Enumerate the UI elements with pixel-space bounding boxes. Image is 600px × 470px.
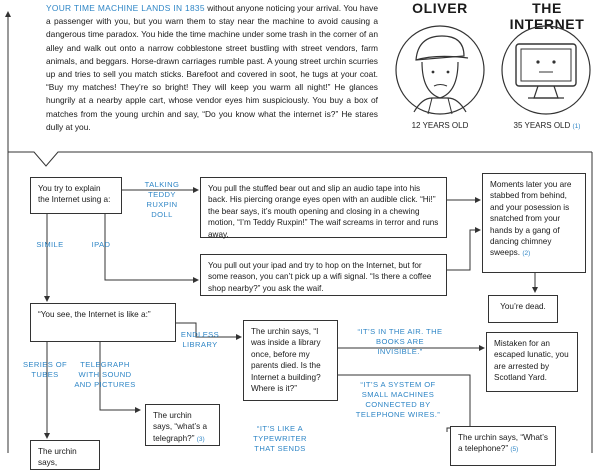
label-teddy: TALKING TEDDY RUXPIN DOLL	[137, 180, 187, 220]
teddy-box: You pull the stuffed bear out and slip a…	[200, 177, 447, 238]
dead-box: You’re dead.	[488, 295, 558, 323]
explain-box: You try to explain the Internet using a:	[30, 177, 122, 214]
label-library: ENDLESS LIBRARY	[178, 330, 222, 350]
intro-lead: YOUR TIME MACHINE LANDS IN 1835	[46, 3, 205, 13]
telephone-footnote: (5)	[510, 446, 518, 453]
stabbed-box: Moments later you are stabbed from behin…	[482, 173, 586, 273]
internet-portrait	[498, 22, 594, 118]
telegraph-footnote: (3)	[197, 436, 205, 443]
label-machines: “IT’S A SYSTEM OF SMALL MACHINES CONNECT…	[348, 380, 448, 420]
telephone-question-box: The urchin says, “What’s a telephone?” (…	[450, 426, 556, 466]
label-typewriter: “IT’S LIKE A TYPEWRITER THAT SENDS	[244, 424, 316, 454]
oliver-name: OLIVER	[392, 0, 488, 16]
stabbed-footnote: (2)	[522, 250, 530, 257]
label-air: “IT’S IN THE AIR. THE BOOKS ARE INVISIBL…	[356, 327, 444, 357]
label-ipad: IPAD	[86, 240, 116, 250]
telegraph-question-box: The urchin says, “what’s a telegraph?” (…	[145, 404, 220, 446]
bottom-left-box: The urchin says,	[30, 440, 100, 470]
like-box: “You see, the Internet is like a:”	[30, 303, 176, 342]
library-box: The urchin says, “I was inside a library…	[243, 320, 338, 401]
oliver-portrait	[392, 22, 488, 118]
ipad-box: You pull out your ipad and try to hop on…	[200, 254, 447, 296]
intro-body: without anyone noticing your arrival. Yo…	[46, 3, 378, 132]
label-telegraph: TELEGRAPH WITH SOUND AND PICTURES	[72, 360, 138, 390]
label-tubes: SERIES OF TUBES	[22, 360, 68, 380]
intro-paragraph: YOUR TIME MACHINE LANDS IN 1835 without …	[46, 2, 378, 134]
oliver-age: 12 YEARS OLD	[392, 121, 488, 130]
internet-footnote: (1)	[573, 123, 581, 130]
internet-age: 35 YEARS OLD (1)	[494, 121, 600, 130]
zigzag-divider	[8, 152, 592, 166]
label-simile: SIMILE	[30, 240, 70, 250]
lunatic-box: Mistaken for an escaped lunatic, you are…	[486, 332, 578, 392]
